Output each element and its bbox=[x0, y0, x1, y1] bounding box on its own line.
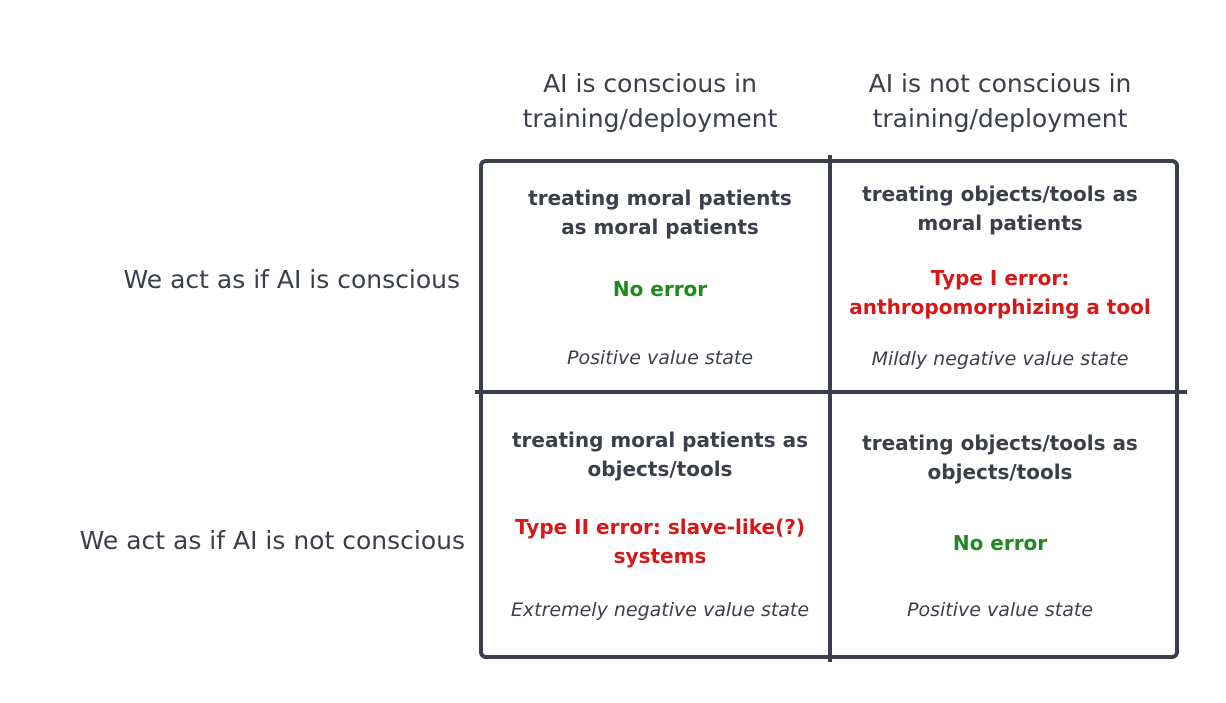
cell-description: treating moral patients as objects/tools bbox=[511, 428, 809, 481]
cell-verdict: Type I error: anthropomorphizing a tool bbox=[849, 266, 1151, 319]
cell-value-state: Extremely negative value state bbox=[510, 599, 810, 621]
cell-description: treating moral patients as moral patient… bbox=[528, 186, 792, 239]
row-header-act-conscious: We act as if AI is conscious bbox=[123, 265, 461, 294]
cell-value-state: Mildly negative value state bbox=[871, 348, 1129, 370]
cell-value-state: Positive value state bbox=[906, 599, 1094, 621]
cell-verdict: No error bbox=[612, 277, 708, 301]
cell-verdict: Type II error: slave-like(?) systems bbox=[515, 515, 805, 568]
cell-description: treating objects/tools as objects/tools bbox=[862, 431, 1138, 484]
column-header-ai-not-conscious: AI is not conscious in training/deployme… bbox=[868, 69, 1132, 133]
cell-value-state: Positive value state bbox=[566, 347, 754, 369]
column-header-ai-conscious: AI is conscious in training/deployment bbox=[522, 69, 778, 133]
cell-verdict: No error bbox=[952, 531, 1048, 555]
row-header-act-not-conscious: We act as if AI is not conscious bbox=[79, 526, 465, 555]
matrix-vertical-divider bbox=[828, 155, 832, 662]
cell-description: treating objects/tools as moral patients bbox=[862, 182, 1138, 235]
matrix-horizontal-divider bbox=[475, 390, 1187, 394]
